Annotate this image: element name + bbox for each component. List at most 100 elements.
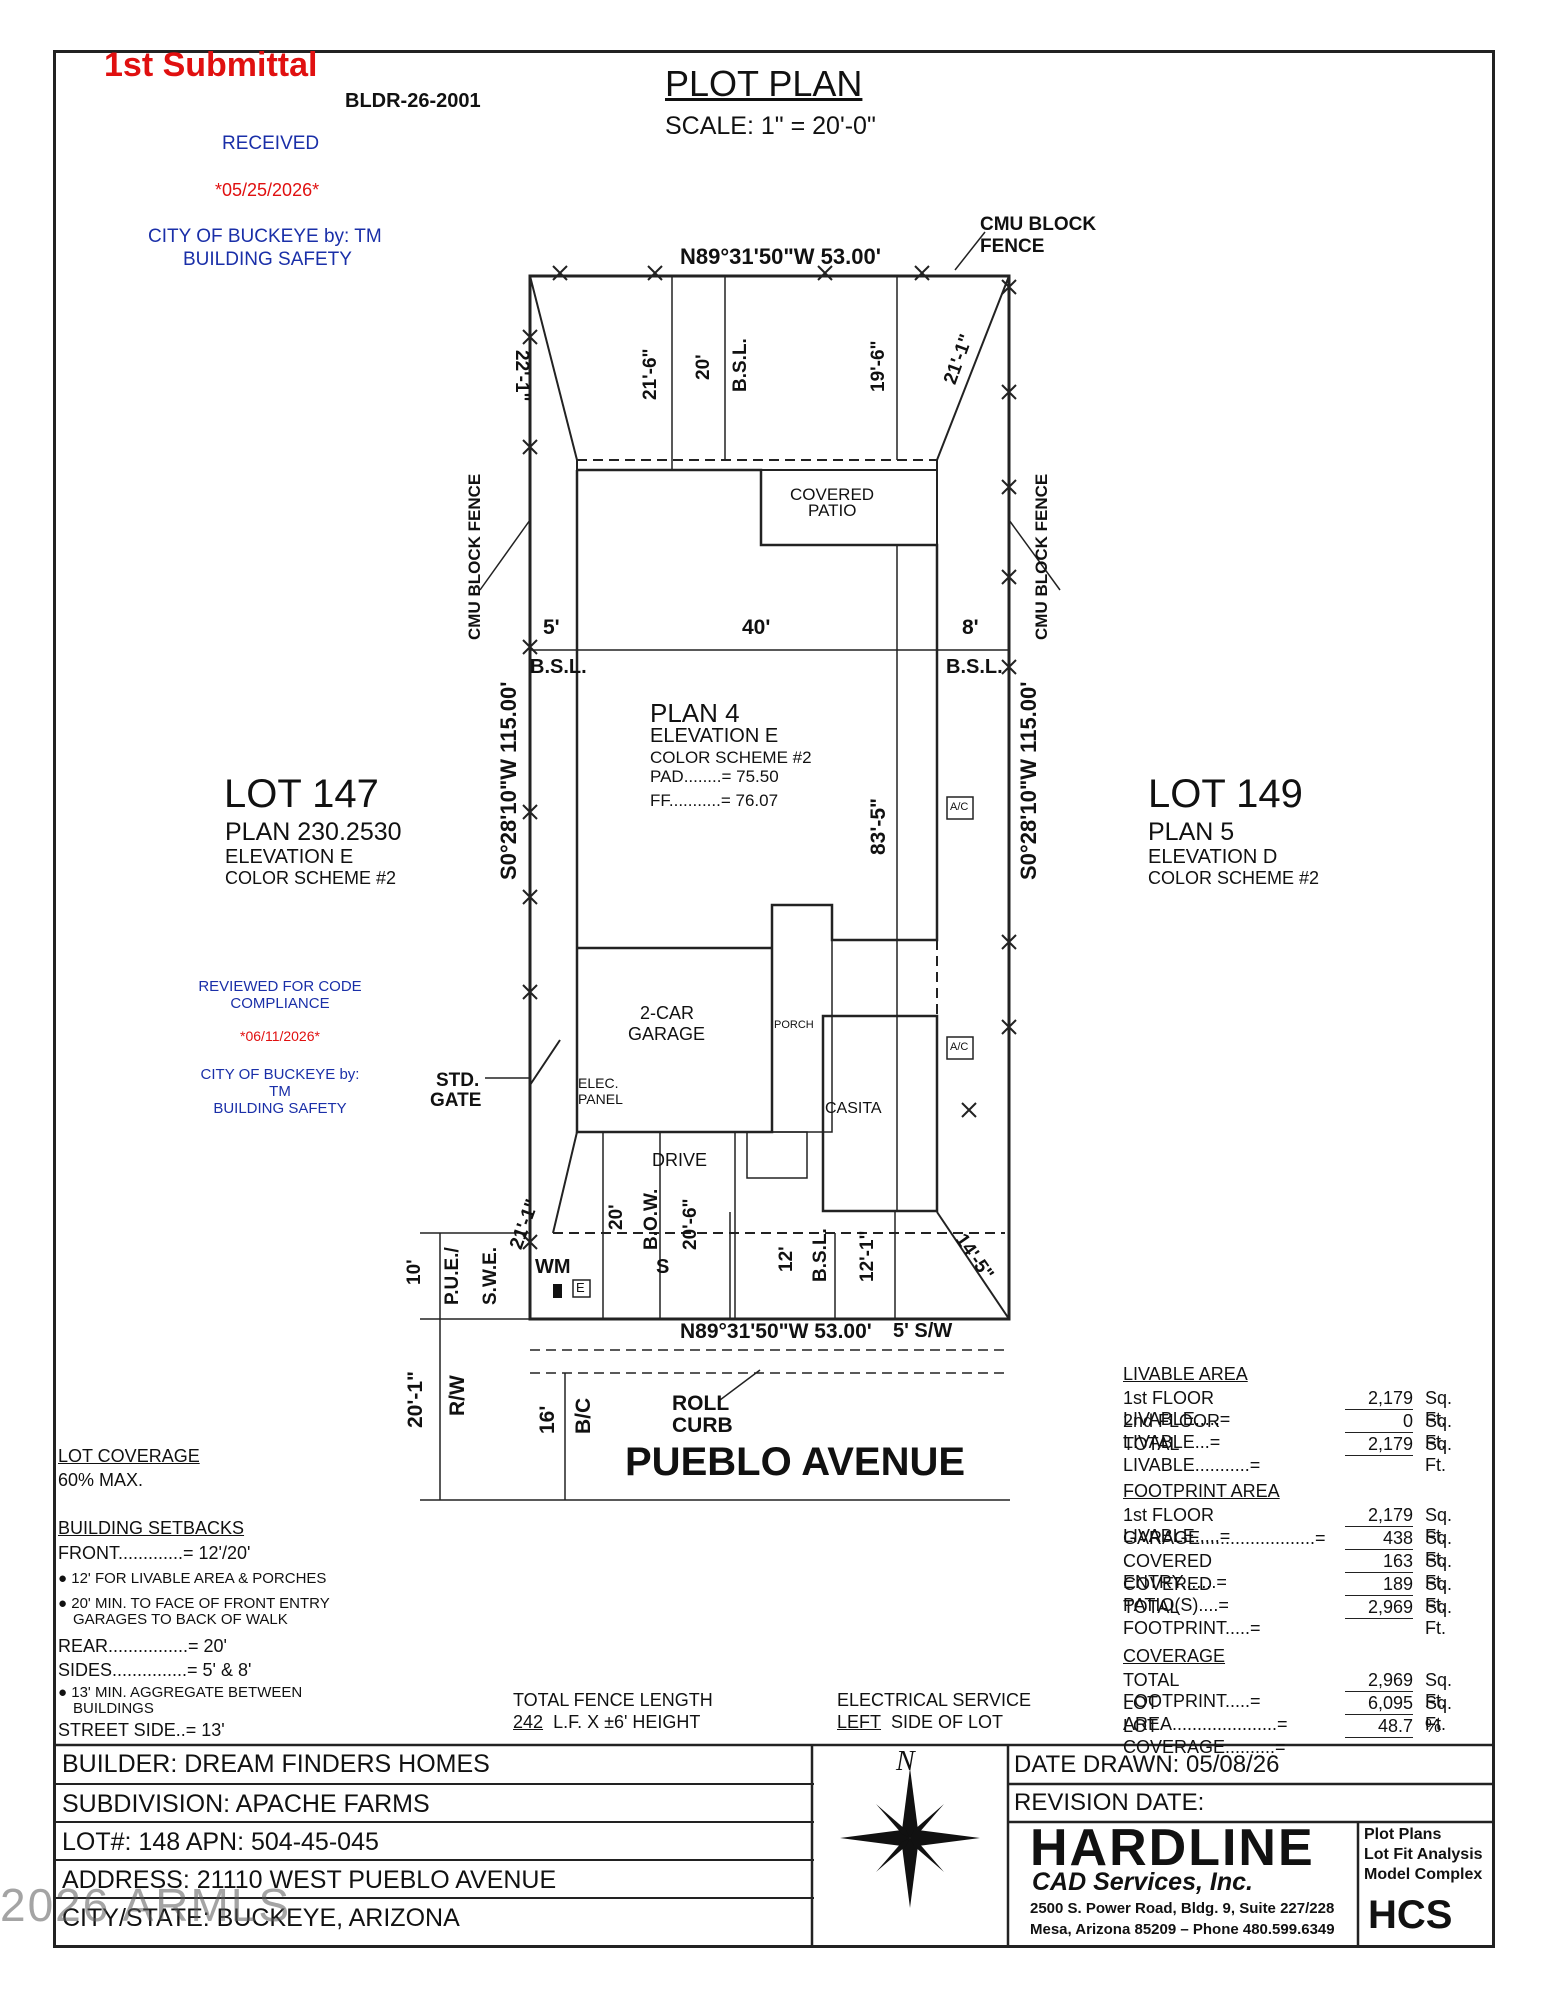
- setbacks-title: BUILDING SETBACKS: [58, 1518, 245, 1538]
- s-label: S: [656, 1256, 670, 1278]
- lot-147-elev: ELEVATION E: [225, 846, 354, 868]
- dim-20-6: 20'-6": [680, 1198, 701, 1250]
- received-date: *05/25/2026*: [215, 180, 320, 200]
- setback-bullet-3: ● 13' MIN. AGGREGATE BETWEEN: [58, 1684, 303, 1701]
- setback-bullet-2b: GARAGES TO BACK OF WALK: [73, 1611, 288, 1628]
- bottom-bearing: N89°31'50"W 53.00': [680, 1320, 872, 1343]
- company-logo-text: HARDLINE: [1030, 1819, 1315, 1877]
- review-line-3: CITY OF BUCKEYE by:: [200, 1066, 360, 1083]
- right-bearing: S0°28'10"W 115.00': [1016, 681, 1041, 881]
- std-gate-2: GATE: [430, 1090, 482, 1111]
- north-label: N: [896, 1746, 915, 1777]
- covered-patio-1: COVERED: [790, 485, 875, 504]
- service-2: Lot Fit Analysis: [1364, 1846, 1483, 1863]
- swe-label: S.W.E.: [480, 1246, 501, 1305]
- e-label: E: [576, 1280, 585, 1295]
- covered-patio-2: PATIO: [808, 501, 857, 520]
- setback-rear: REAR................= 20': [58, 1636, 227, 1656]
- cmu-left: CMU BLOCK FENCE: [465, 473, 484, 640]
- company-subtitle: CAD Services, Inc.: [1032, 1868, 1253, 1896]
- garage-1: 2-CAR: [640, 1003, 695, 1023]
- cmu-top-2: FENCE: [980, 236, 1045, 257]
- received-label: RECEIVED: [222, 133, 320, 154]
- dim-16: 16': [536, 1405, 559, 1434]
- footprint-title: FOOTPRINT AREA: [1123, 1481, 1280, 1501]
- electrical-title: ELECTRICAL SERVICE: [837, 1690, 1032, 1710]
- dim-20-drive: 20': [606, 1204, 627, 1230]
- setback-front: FRONT.............= 12'/20': [58, 1543, 251, 1563]
- setback-street-side: STREET SIDE..= 13': [58, 1720, 225, 1740]
- bsl-left: B.S.L.: [530, 656, 587, 678]
- std-gate-1: STD.: [436, 1070, 480, 1091]
- wm-label: WM: [535, 1256, 571, 1278]
- lot-149-color: COLOR SCHEME #2: [1148, 868, 1320, 888]
- setback-bullet-3b: BUILDINGS: [73, 1700, 154, 1717]
- lot-coverage-value: 60% MAX.: [58, 1470, 144, 1490]
- drive-label: DRIVE: [652, 1150, 708, 1170]
- watermark: 2026 ARMLS: [0, 1879, 292, 1931]
- review-line-1: REVIEWED FOR CODE: [198, 978, 362, 995]
- plan-pad: PAD........= 75.50: [650, 767, 779, 786]
- tb-lot: LOT#: 148 APN: 504-45-045: [56, 1821, 814, 1859]
- city-line-1: CITY OF BUCKEYE by: TM: [148, 226, 382, 247]
- company-address-1: 2500 S. Power Road, Bldg. 9, Suite 227/2…: [1030, 1900, 1335, 1917]
- ac-unit-2: A/C: [950, 1041, 969, 1053]
- plan-elevation: ELEVATION E: [650, 725, 779, 747]
- street-name: PUEBLO AVENUE: [625, 1440, 966, 1484]
- dim-5: 5': [543, 616, 560, 639]
- casita-label: CASITA: [825, 1100, 882, 1117]
- dim-22-1: 22'-1": [511, 350, 532, 402]
- livable-title: LIVABLE AREA: [1123, 1364, 1248, 1384]
- submittal-label: 1st Submittal: [104, 46, 318, 84]
- bc-label: B/C: [572, 1397, 595, 1434]
- cmu-right: CMU BLOCK FENCE: [1032, 473, 1051, 640]
- electrical-side-row: LEFT SIDE OF LOT: [837, 1712, 1004, 1732]
- setback-bullet-2: ● 20' MIN. TO FACE OF FRONT ENTRY: [58, 1595, 330, 1612]
- dim-12-1: 12'-1": [857, 1230, 878, 1282]
- elec-panel-1: ELEC.: [578, 1075, 619, 1091]
- plan-color-scheme: COLOR SCHEME #2: [650, 748, 812, 767]
- tb-date-drawn: DATE DRAWN: 05/08/26: [1014, 1751, 1280, 1778]
- dim-40: 40': [742, 616, 771, 639]
- service-3: Model Complex: [1364, 1866, 1483, 1883]
- curb-label: CURB: [672, 1414, 733, 1437]
- garage-2: GARAGE: [628, 1024, 706, 1044]
- dim-8: 8': [962, 616, 979, 639]
- tb-address: ADDRESS: 21110 WEST PUEBLO AVENUE: [56, 1859, 814, 1897]
- review-date: *06/11/2026*: [240, 1028, 320, 1044]
- lot-boundary: [528, 274, 1011, 1321]
- lot-147: LOT 147: [224, 772, 379, 816]
- review-line-4: TM: [269, 1083, 291, 1100]
- city-line-2: BUILDING SAFETY: [183, 249, 352, 270]
- dim-21-6: 21'-6": [640, 348, 661, 400]
- bsl-front: B.S.L.: [810, 1228, 831, 1282]
- pue-label: P.U.E./: [442, 1247, 463, 1305]
- elec-panel-2: PANEL: [578, 1091, 623, 1107]
- dim-83-5: 83'-5": [867, 798, 890, 855]
- dim-12: 12': [776, 1246, 797, 1272]
- bsl-right: B.S.L.: [946, 656, 1003, 678]
- tb-builder: BUILDER: DREAM FINDERS HOMES: [62, 1750, 490, 1778]
- coverage-title: COVERAGE: [1123, 1646, 1226, 1666]
- left-bearing: S0°28'10"W 115.00': [496, 681, 521, 881]
- ac-unit-1: A/C: [950, 801, 969, 813]
- lot-coverage-title: LOT COVERAGE: [58, 1446, 200, 1466]
- plan-name: PLAN 4: [650, 698, 740, 728]
- dim-19-6: 19'-6": [868, 340, 889, 392]
- north-arrow-icon: [840, 1768, 980, 1908]
- hcs-logo-text: HCS: [1368, 1893, 1453, 1937]
- dim-20-1: 20'-1": [404, 1371, 427, 1428]
- review-line-5: BUILDING SAFETY: [213, 1100, 347, 1117]
- porch-label: PORCH: [774, 1019, 814, 1031]
- bow-label: B.O.W.: [641, 1188, 662, 1250]
- lot-149: LOT 149: [1148, 772, 1303, 816]
- lot-147-plan: PLAN 230.2530: [225, 818, 402, 846]
- plan-ff: FF...........= 76.07: [650, 791, 779, 810]
- lot-149-plan: PLAN 5: [1148, 818, 1235, 846]
- roll-label: ROLL: [672, 1392, 730, 1415]
- fence-length-row: 242 L.F. X ±6' HEIGHT: [513, 1712, 701, 1732]
- bsl-top: B.S.L.: [730, 338, 751, 392]
- tb-revision-date: REVISION DATE:: [1014, 1789, 1205, 1816]
- lot-147-color: COLOR SCHEME #2: [225, 868, 397, 888]
